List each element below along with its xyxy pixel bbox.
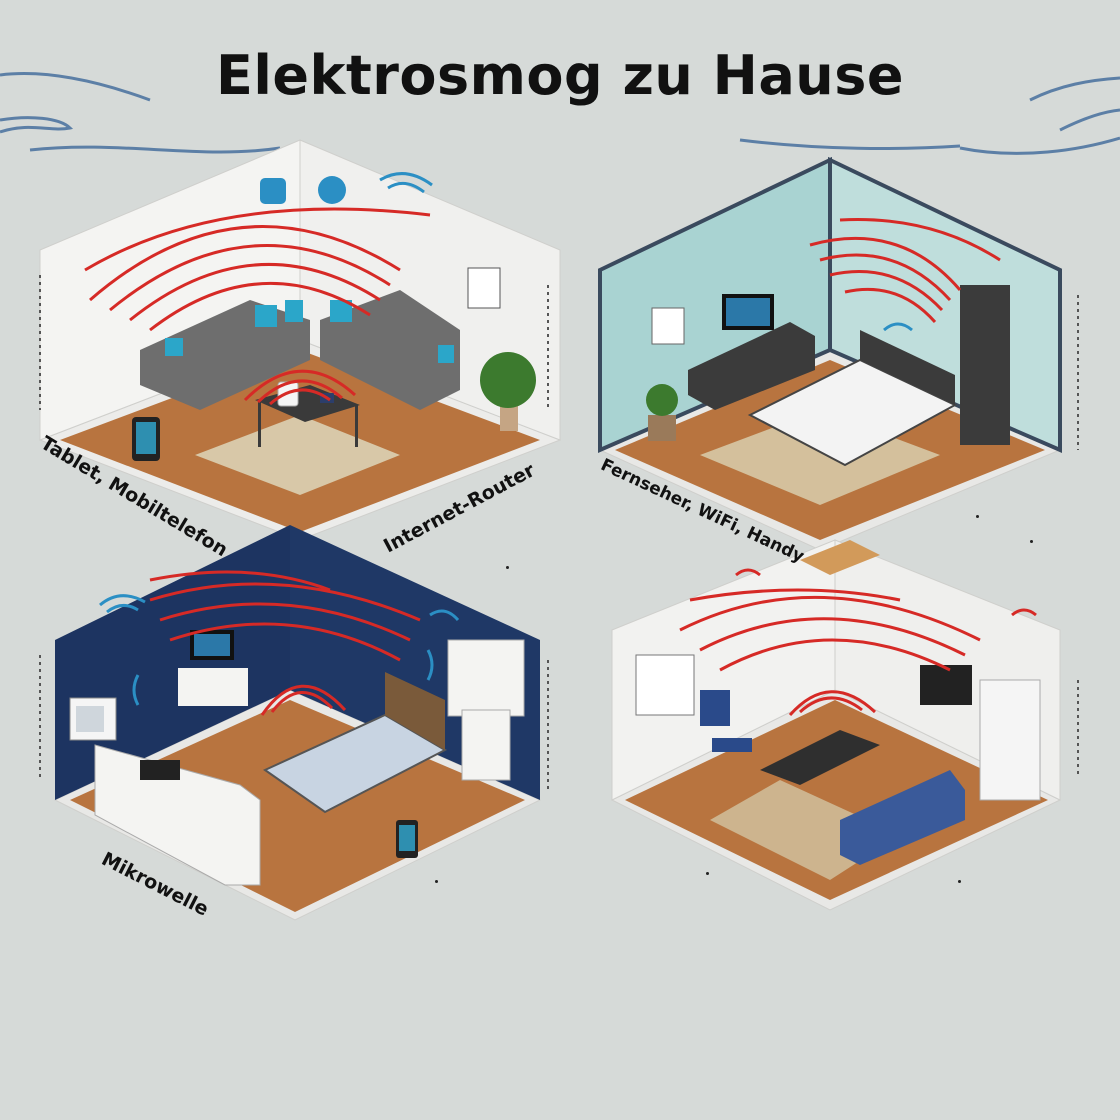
cushions: [165, 300, 454, 363]
room-office: [610, 539, 1062, 911]
dot: [1030, 540, 1033, 543]
wall-badges: [260, 176, 346, 204]
room-living: [38, 139, 562, 541]
bed: [747, 330, 958, 467]
wifi-signal-icon: [883, 322, 913, 332]
tv-icon: [190, 630, 234, 660]
kitchen-counter: [94, 744, 261, 886]
dot: [958, 880, 961, 883]
wall-picture: [651, 307, 685, 345]
wardrobe: [960, 285, 1010, 445]
page-title: Elektrosmog zu Hause: [216, 44, 904, 107]
wifi-signal-icon: [99, 594, 460, 706]
bed: [262, 672, 448, 814]
oven: [461, 709, 511, 781]
stove: [140, 760, 180, 780]
dot: [435, 880, 438, 883]
edge-ticks: [39, 275, 1079, 790]
waves-living: [84, 207, 431, 406]
room-kitchen-studio: [53, 525, 542, 921]
sofa: [140, 290, 460, 410]
office-chair: [700, 690, 752, 752]
dot: [706, 872, 709, 875]
tv-icon: [722, 294, 774, 330]
plant: [646, 384, 678, 441]
ceiling-skylight: [800, 540, 880, 575]
tv-icon: [920, 665, 972, 705]
waves-bedroom: [809, 218, 1001, 323]
sideboard: [178, 668, 248, 706]
wifi-signal-icon: [735, 568, 1037, 617]
room-bedroom-tv: [598, 156, 1062, 551]
waves-studio: [149, 570, 421, 716]
decor-swoosh-right: [739, 76, 1120, 155]
sofa: [840, 770, 965, 865]
phone-icon: [396, 820, 418, 858]
desk: [760, 730, 880, 785]
refrigerator: [979, 679, 1041, 801]
wall-picture: [467, 267, 501, 309]
microwave-icon: [69, 697, 117, 741]
tablet-icon: [132, 417, 160, 461]
tv-stand: [688, 322, 815, 410]
dot: [506, 566, 509, 569]
decor-swoosh-left: [0, 72, 281, 154]
cabinet: [447, 639, 525, 717]
dot: [976, 515, 979, 518]
plant: [480, 352, 536, 431]
waves-office: [679, 588, 981, 716]
wifi-signal-icon: [379, 172, 433, 194]
window: [635, 654, 695, 716]
